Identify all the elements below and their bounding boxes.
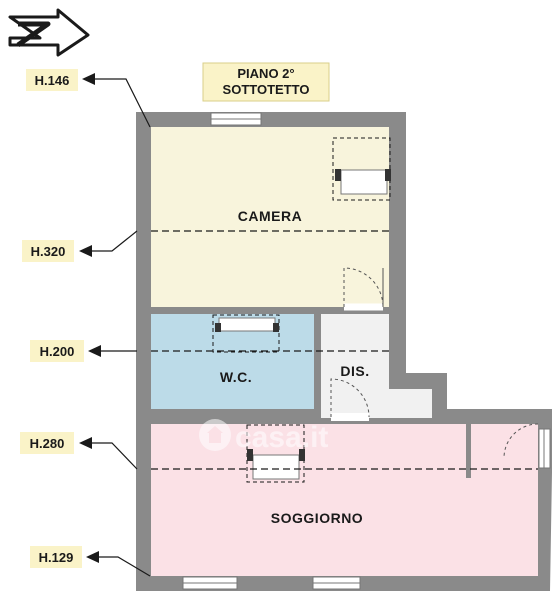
door-camera: [343, 267, 384, 311]
height-label: H.320: [31, 244, 66, 259]
height-label: H.280: [30, 436, 65, 451]
room-label-wc: W.C.: [220, 369, 252, 385]
height-callout-320: H.320: [22, 230, 138, 262]
room-camera: [151, 127, 389, 307]
watermark-logo: casa.it: [199, 419, 328, 454]
room-label-camera: CAMERA: [238, 208, 302, 224]
partition-wall: [314, 314, 321, 409]
height-label: H.200: [40, 344, 75, 359]
window-icon: [182, 576, 238, 590]
room-dis: [321, 314, 432, 418]
door-dis: [330, 378, 370, 421]
column: [466, 424, 471, 478]
floor-title-line2: SOTTOTETTO: [223, 82, 310, 97]
skylight-icon: [246, 424, 305, 483]
height-callout-280: H.280: [20, 432, 138, 470]
window-icon: [538, 428, 551, 469]
window-icon: [312, 576, 361, 590]
skylight-icon: [212, 314, 280, 353]
height-label: H.129: [39, 550, 74, 565]
floor-title-line1: PIANO 2°: [237, 66, 294, 81]
height-callout-200: H.200: [30, 340, 137, 362]
door-balcony: [503, 423, 539, 459]
skylight-icon: [332, 137, 391, 201]
room-label-soggiorno: SOGGIORNO: [271, 510, 363, 526]
floor-title-box: PIANO 2° SOTTOTETTO: [202, 62, 330, 102]
room-label-dis: DIS.: [340, 363, 369, 379]
window-icon: [210, 112, 262, 126]
height-callout-129: H.129: [30, 546, 151, 577]
height-callout-146: H.146: [26, 69, 151, 128]
height-label: H.146: [35, 73, 70, 88]
watermark-text: casa.it: [235, 421, 328, 454]
north-arrow-icon: [8, 8, 90, 57]
